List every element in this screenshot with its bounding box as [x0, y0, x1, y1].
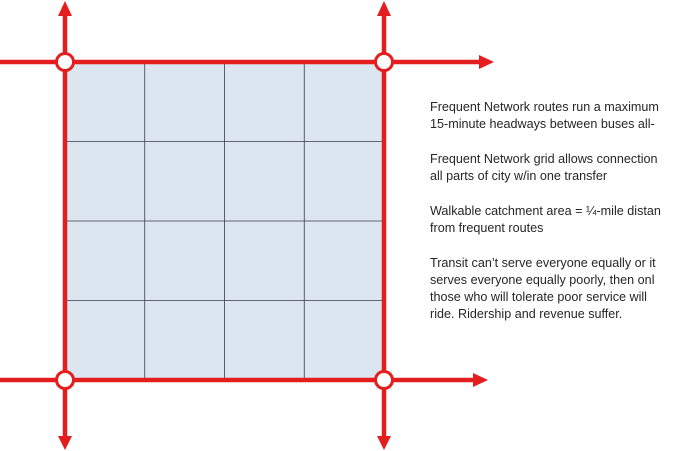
note-line: those who will tolerate poor service wil… [430, 290, 647, 304]
arrow-up-icon [377, 1, 391, 16]
note-headways: Frequent Network routes run a maximum 15… [430, 99, 677, 133]
notes-panel: Frequent Network routes run a maximum 15… [430, 99, 677, 341]
arrow-right-icon [479, 55, 494, 69]
note-line: Frequent Network grid allows connection [430, 152, 658, 166]
note-transit-equity: Transit can’t serve everyone equally or … [430, 255, 677, 323]
note-grid-connections: Frequent Network grid allows connection … [430, 151, 677, 185]
note-line: ride. Ridership and revenue suffer. [430, 307, 623, 321]
transfer-node-icon [55, 52, 75, 72]
note-line: serves everyone equally poorly, then onl [430, 273, 655, 287]
note-line: all parts of city w/in one transfer [430, 169, 608, 183]
transfer-node-icon [55, 370, 75, 390]
note-line: Frequent Network routes run a maximum [430, 100, 659, 114]
transfer-node-icon [374, 52, 394, 72]
transfer-node-icon [374, 370, 394, 390]
arrow-down-icon [377, 436, 391, 450]
note-line: Walkable catchment area = ¼-mile distan [430, 204, 661, 218]
note-line: from frequent routes [430, 221, 544, 235]
note-line: Transit can’t serve everyone equally or … [430, 256, 656, 270]
arrow-up-icon [58, 1, 72, 16]
arrow-right-icon [473, 373, 488, 387]
note-walkable-catchment: Walkable catchment area = ¼-mile distan … [430, 203, 677, 237]
note-line: 15-minute headways between buses all- [430, 117, 655, 131]
arrow-down-icon [58, 436, 72, 450]
